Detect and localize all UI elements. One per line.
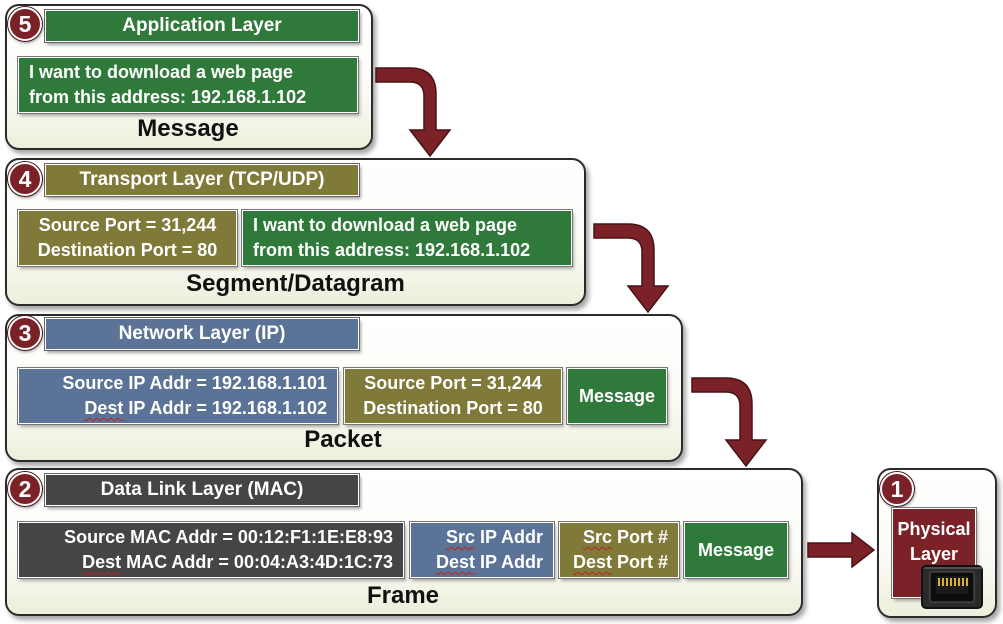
dest-ip-text: Dest IP Addr = 192.168.1.102 bbox=[84, 398, 327, 418]
arrow-l2-to-l1 bbox=[807, 531, 876, 569]
src-port-text: Src Port # bbox=[582, 527, 668, 547]
message-line-1: I want to download a web page bbox=[253, 215, 518, 235]
datalink-mac-block: Source MAC Addr = 00:12:F1:1E:E8:93 Dest… bbox=[17, 521, 405, 579]
layer-3-badge: 3 bbox=[8, 316, 42, 350]
physical-title-line-2: Layer bbox=[909, 544, 959, 564]
pdu-frame-label: Frame bbox=[366, 582, 440, 609]
layer-2-badge: 2 bbox=[8, 472, 42, 506]
ethernet-port-icon bbox=[921, 565, 983, 609]
dest-port-text: Dest Port # bbox=[572, 552, 668, 572]
network-message-block: Message bbox=[566, 367, 668, 425]
transport-message-block: I want to download a web page from this … bbox=[241, 209, 573, 267]
datalink-port-block: Src Port # Dest Port # bbox=[558, 521, 680, 579]
destination-port-text: Destination Port = 80 bbox=[37, 240, 218, 260]
physical-title-line-1: Physical bbox=[897, 519, 971, 539]
message-line-2: from this address: 192.168.1.102 bbox=[29, 87, 307, 107]
arrow-l4-to-l3 bbox=[593, 223, 670, 314]
transport-port-block: Source Port = 31,244 Destination Port = … bbox=[17, 209, 238, 267]
application-layer-title: Application Layer bbox=[44, 9, 360, 43]
arrow-l5-to-l4 bbox=[375, 67, 452, 158]
layer-1-badge: 1 bbox=[880, 472, 914, 506]
network-port-block: Source Port = 31,244 Destination Port = … bbox=[343, 367, 563, 425]
pdu-packet-label: Packet bbox=[304, 426, 382, 453]
application-message-block: I want to download a web page from this … bbox=[17, 56, 359, 114]
arrow-l3-to-l2 bbox=[691, 377, 768, 468]
message-line-2: from this address: 192.168.1.102 bbox=[253, 240, 531, 260]
datalink-ip-block: Src IP Addr Dest IP Addr bbox=[409, 521, 555, 579]
transport-layer-title: Transport Layer (TCP/UDP) bbox=[44, 163, 360, 197]
dest-ip-text: Dest IP Addr bbox=[435, 552, 543, 572]
pdu-segment-label: Segment/Datagram bbox=[186, 270, 405, 297]
layer-5-badge: 5 bbox=[8, 7, 42, 41]
layer-4-badge: 4 bbox=[8, 162, 42, 196]
datalink-layer-title: Data Link Layer (MAC) bbox=[44, 473, 360, 507]
dest-mac-text: Dest MAC Addr = 00:04:A3:4D:1C:73 bbox=[82, 552, 393, 572]
pdu-message-label: Message bbox=[137, 115, 239, 142]
message-line-1: I want to download a web page bbox=[29, 62, 294, 82]
network-layer-title: Network Layer (IP) bbox=[44, 317, 360, 351]
source-ip-text: Source IP Addr = 192.168.1.101 bbox=[62, 373, 327, 393]
source-mac-text: Source MAC Addr = 00:12:F1:1E:E8:93 bbox=[64, 527, 393, 547]
destination-port-text: Destination Port = 80 bbox=[363, 398, 543, 418]
datalink-message-block: Message bbox=[683, 521, 789, 579]
network-ip-block: Source IP Addr = 192.168.1.101 Dest IP A… bbox=[17, 367, 339, 425]
source-port-text: Source Port = 31,244 bbox=[38, 215, 217, 235]
source-port-text: Source Port = 31,244 bbox=[364, 373, 542, 393]
src-ip-text: Src IP Addr bbox=[445, 527, 543, 547]
